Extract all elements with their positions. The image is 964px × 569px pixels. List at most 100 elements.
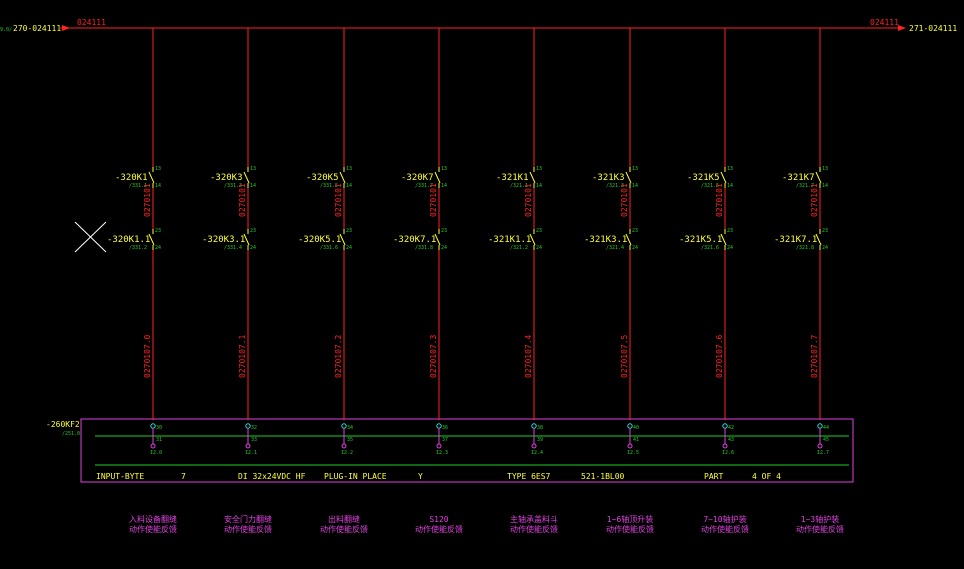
- relay-ref: /331.1: [129, 183, 147, 189]
- relay-label: -321K7.1: [774, 235, 817, 245]
- io-address: I2.7: [817, 450, 829, 456]
- contact-blade-icon: [720, 233, 727, 246]
- pin-number: 13: [536, 166, 542, 172]
- pin-number: 23: [632, 228, 638, 234]
- io-point-icon: [245, 443, 251, 449]
- channel-desc-sub: 动作使能反馈: [224, 524, 272, 534]
- pin-number: 13: [155, 166, 161, 172]
- channel-desc: 主轴承盖料斗: [510, 514, 558, 524]
- terminal-pin2: 45: [823, 437, 829, 443]
- terminal-pin: 44: [823, 425, 829, 431]
- relay-ref: /321.2: [510, 245, 528, 251]
- relay-ref: /331.7: [415, 183, 433, 189]
- pin-number: 24: [155, 245, 161, 251]
- relay-ref: /331.3: [224, 183, 242, 189]
- right-wire: 024111: [870, 18, 899, 27]
- relay-label: -321K5: [687, 173, 720, 183]
- io-module-box: [80, 418, 854, 483]
- pin-number: 14: [250, 183, 256, 189]
- pin-number: 14: [346, 183, 352, 189]
- contact-blade-icon: [339, 233, 346, 246]
- relay-ref: /321.1: [510, 183, 528, 189]
- pin-number: 23: [346, 228, 352, 234]
- pin-number: 13: [822, 166, 828, 172]
- part-number: 521-1BL00: [581, 472, 625, 481]
- io-address: I2.2: [341, 450, 353, 456]
- pin-number: 23: [155, 228, 161, 234]
- wire-label: 0270107.0: [143, 334, 152, 378]
- relay-label: -320K5: [306, 173, 339, 183]
- io-point-icon: [436, 443, 442, 449]
- io-address: I2.1: [245, 450, 257, 456]
- pin-number: 23: [536, 228, 542, 234]
- relay-ref: /321.7: [796, 183, 814, 189]
- relay-label: -321K1.1: [488, 235, 531, 245]
- contact-blade-icon: [815, 171, 822, 184]
- io-address: I2.3: [436, 450, 448, 456]
- pin-number: 24: [536, 245, 542, 251]
- wire-label: 0270107.2: [334, 334, 343, 378]
- terminal-pin: 38: [537, 425, 543, 431]
- contact-blade-icon: [434, 233, 441, 246]
- channel-desc-sub: 动作使能反馈: [510, 524, 558, 534]
- pin-number: 24: [441, 245, 447, 251]
- contact-blade-icon: [339, 171, 346, 184]
- terminal-pin2: 39: [537, 437, 543, 443]
- contact-blade-icon: [243, 233, 250, 246]
- input-byte-value: 7: [181, 472, 186, 481]
- pin-number: 14: [822, 183, 828, 189]
- relay-ref: /321.8: [796, 245, 814, 251]
- terminal-icon: [245, 423, 251, 429]
- pin-number: 24: [727, 245, 733, 251]
- terminal-pin: 40: [633, 425, 639, 431]
- contact-blade-icon: [434, 171, 441, 184]
- relay-ref: /321.5: [701, 183, 719, 189]
- channel-desc-sub: 动作使能反馈: [796, 524, 844, 534]
- channel-group: -320K1/331.1-320K1.1/331.213142324027010…: [107, 28, 844, 534]
- pin-number: 14: [441, 183, 447, 189]
- relay-label: -320K5.1: [298, 235, 341, 245]
- plugin-label: PLUG-IN PLACE: [324, 472, 387, 481]
- channel-desc-sub: 动作使能反馈: [129, 524, 177, 534]
- terminal-icon: [436, 423, 442, 429]
- channel-desc: 1~3轴护装: [801, 514, 839, 524]
- pin-number: 14: [536, 183, 542, 189]
- wire-label: 0270101: [238, 183, 247, 217]
- channel-desc: 出料翻缝: [328, 514, 360, 524]
- relay-label: -321K1: [496, 173, 529, 183]
- terminal-pin: 32: [251, 425, 257, 431]
- io-address: I2.4: [531, 450, 543, 456]
- pin-number: 14: [727, 183, 733, 189]
- module-sublabel: /251.0: [62, 431, 80, 437]
- channel-desc-sub: 动作使能反馈: [701, 524, 749, 534]
- terminal-icon: [341, 423, 347, 429]
- part-label: PART: [704, 472, 723, 481]
- relay-ref: /331.4: [224, 245, 242, 251]
- terminal-pin2: 35: [347, 437, 353, 443]
- pin-number: 24: [632, 245, 638, 251]
- terminal-icon: [150, 423, 156, 429]
- relay-ref: /331.6: [320, 245, 338, 251]
- wire-label: 0270101: [429, 183, 438, 217]
- pin-number: 24: [346, 245, 352, 251]
- input-byte-label: INPUT-BYTE: [96, 472, 144, 481]
- relay-label: -321K7: [782, 173, 815, 183]
- io-point-icon: [627, 443, 633, 449]
- pin-number: 13: [250, 166, 256, 172]
- contact-blade-icon: [529, 233, 536, 246]
- pin-number: 23: [822, 228, 828, 234]
- channel-desc: 入料设备翻缝: [129, 514, 177, 524]
- wire-label: 0270107.6: [715, 334, 724, 378]
- wire-label: 0270107.7: [810, 334, 819, 378]
- channel-desc: 1~6轴顶升装: [607, 514, 653, 524]
- relay-label: -320K3.1: [202, 235, 245, 245]
- terminal-pin2: 37: [442, 437, 448, 443]
- channel-desc-sub: 动作使能反馈: [415, 524, 463, 534]
- pin-number: 13: [632, 166, 638, 172]
- relay-label: -320K7.1: [393, 235, 436, 245]
- terminal-pin2: 31: [156, 437, 162, 443]
- pin-number: 24: [822, 245, 828, 251]
- terminal-icon: [722, 423, 728, 429]
- relay-ref: /331.2: [129, 245, 147, 251]
- relay-label: -321K3: [592, 173, 625, 183]
